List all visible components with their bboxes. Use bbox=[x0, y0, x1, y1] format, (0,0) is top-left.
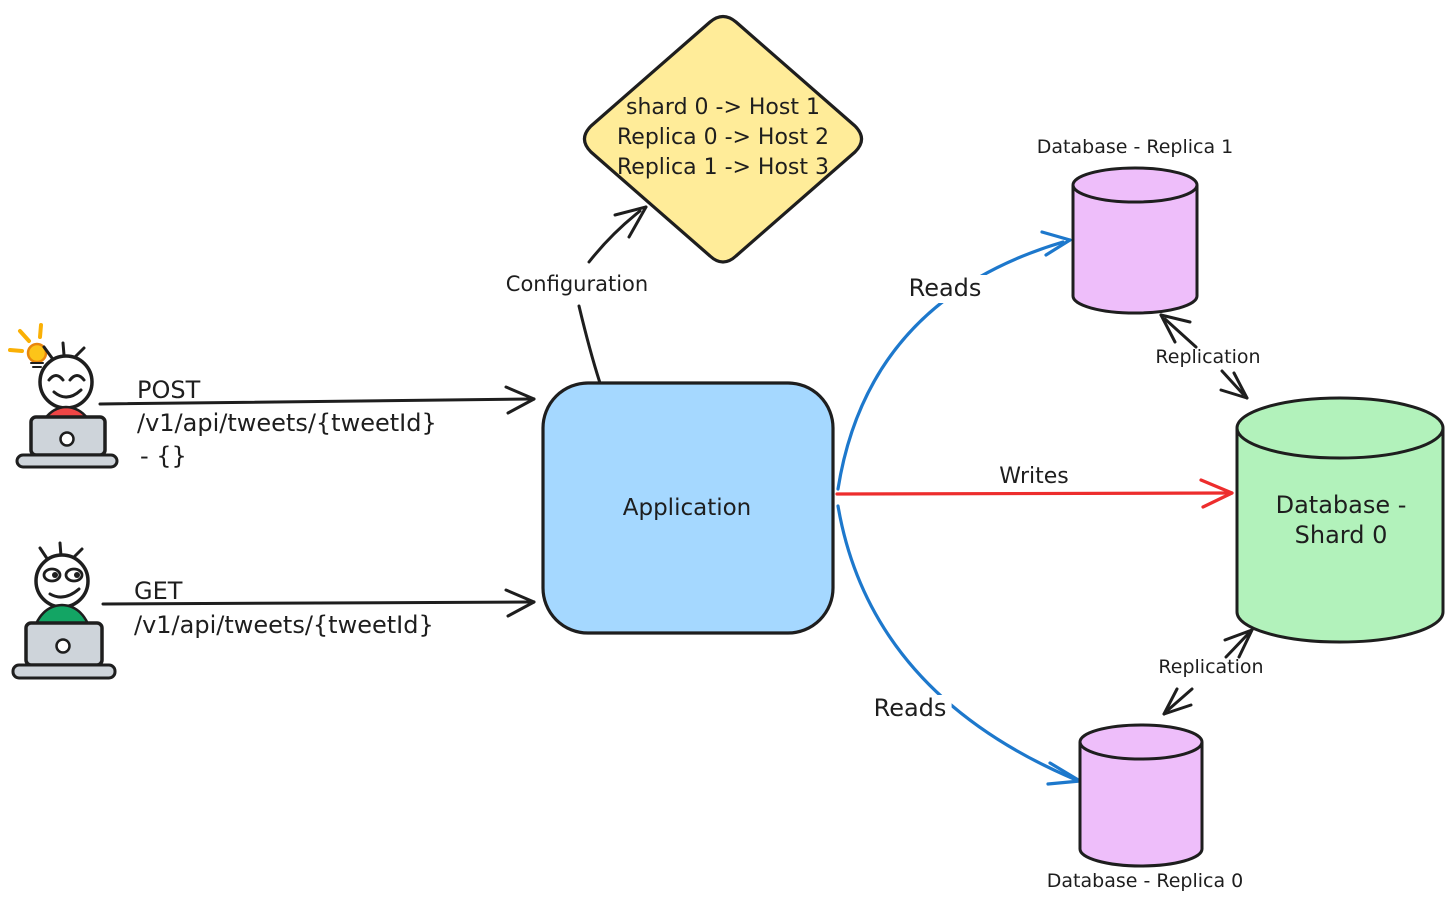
reads-bottom-label: Reads bbox=[868, 694, 952, 723]
db-replica0-cylinder bbox=[1078, 723, 1204, 868]
post-user-head bbox=[38, 354, 94, 410]
db-shard0-label-line-1: Database - bbox=[1275, 491, 1407, 519]
writes-label: Writes bbox=[999, 464, 1069, 489]
post-user-eyes bbox=[47, 374, 86, 382]
application-box bbox=[541, 381, 835, 635]
db-replica1-label: Database - Replica 1 bbox=[1036, 136, 1234, 158]
post-user-smile bbox=[52, 388, 83, 399]
post-path-label: /v1/api/tweets/{tweetId} bbox=[137, 409, 437, 437]
get-method-label: GET bbox=[134, 577, 183, 605]
post-user-hair bbox=[42, 341, 86, 360]
reads-top-arrow bbox=[836, 230, 1072, 491]
config-map-line-2: Replica 0 -> Host 2 bbox=[616, 125, 830, 150]
config-diamond bbox=[582, 14, 864, 264]
db-shard0-cylinder bbox=[1235, 396, 1445, 644]
post-arrow bbox=[98, 385, 536, 415]
get-user-figure bbox=[11, 541, 117, 680]
db-replica1-cylinder bbox=[1071, 166, 1199, 315]
get-user-head bbox=[34, 553, 90, 609]
reads-top-label: Reads bbox=[903, 274, 987, 303]
get-arrow bbox=[101, 588, 536, 618]
replication-top-arrow-to-replica bbox=[1159, 313, 1198, 349]
get-path-label: /v1/api/tweets/{tweetId} bbox=[134, 611, 434, 639]
replication-bottom-arrow-to-replica bbox=[1162, 687, 1194, 716]
replication-top-arrow-to-shard bbox=[1219, 369, 1249, 400]
config-map-line-3: Replica 1 -> Host 3 bbox=[616, 155, 830, 180]
db-replica0-label: Database - Replica 0 bbox=[1046, 870, 1244, 892]
writes-arrow bbox=[835, 478, 1234, 509]
configuration-label: Configuration bbox=[505, 272, 649, 296]
replication-bottom-arrow-to-shard bbox=[1223, 628, 1254, 659]
post-body-label: - {} bbox=[140, 442, 187, 470]
post-method-label: POST bbox=[137, 376, 201, 404]
application-label: Application bbox=[622, 495, 752, 521]
post-user-figure bbox=[8, 323, 119, 469]
db-shard0-label-line-2: Shard 0 bbox=[1294, 521, 1388, 549]
lightbulb-icon bbox=[8, 323, 48, 368]
ink-arrows bbox=[98, 205, 1254, 716]
laptop-icon bbox=[15, 415, 119, 469]
replication-bottom-label: Replication bbox=[1158, 656, 1264, 678]
replication-top-label: Replication bbox=[1155, 346, 1261, 368]
get-user-smile bbox=[48, 587, 81, 599]
laptop-icon bbox=[11, 621, 117, 680]
configuration-arrow bbox=[577, 205, 648, 385]
config-map-line-1: shard 0 -> Host 1 bbox=[626, 95, 820, 120]
reads-arrows bbox=[836, 230, 1082, 786]
get-user-eyes bbox=[42, 567, 84, 583]
reads-bottom-arrow bbox=[836, 504, 1082, 786]
